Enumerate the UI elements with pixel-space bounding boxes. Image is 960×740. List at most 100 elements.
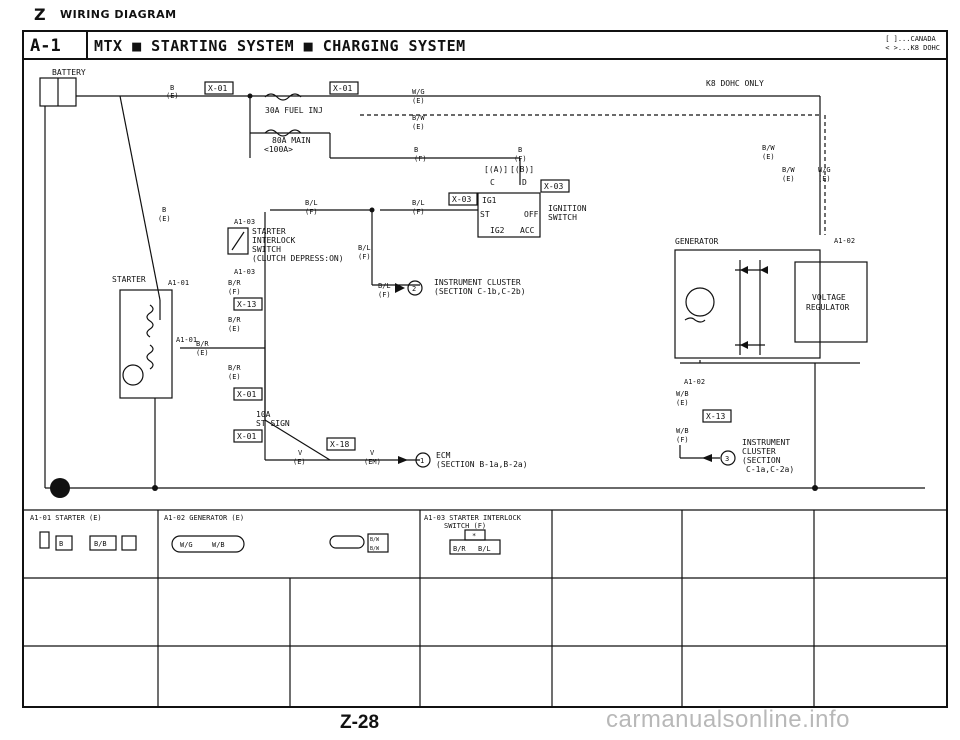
wire-br-e3: B/R bbox=[228, 364, 241, 372]
label-ig-off: OFF bbox=[524, 210, 539, 219]
wire-wg-e: W/G bbox=[412, 88, 425, 96]
wire-br-e3-s: (E) bbox=[228, 373, 241, 381]
wire-wb-e-s: (E) bbox=[676, 399, 689, 407]
interlock-switch-symbol bbox=[227, 227, 249, 255]
label-ig-d: D bbox=[522, 178, 527, 187]
wire-wg-e2-s: (E) bbox=[818, 175, 831, 183]
wire-br-f-s: (F) bbox=[228, 288, 241, 296]
label-ic2-3: (SECTION bbox=[742, 456, 781, 465]
conn-a102-round bbox=[329, 535, 365, 549]
wire-br-e2: B/R bbox=[196, 340, 209, 348]
wire-br-e2-s: (E) bbox=[196, 349, 209, 357]
conn-a103-top-pin: * bbox=[472, 532, 476, 540]
label-battery: BATTERY bbox=[52, 68, 86, 77]
wire-bl-f2-s: (F) bbox=[412, 208, 425, 216]
section-title: WIRING DIAGRAM bbox=[60, 8, 177, 21]
wire-b-f2-s: (F) bbox=[514, 155, 527, 163]
legend-canada: [ ]...CANADA bbox=[885, 35, 936, 43]
label-ig-st: ST bbox=[480, 210, 490, 219]
label-ic2: INSTRUMENT bbox=[742, 438, 790, 447]
label-interlock-2: INTERLOCK bbox=[252, 236, 296, 245]
diode-1 bbox=[740, 266, 748, 274]
wire-bl-f-s: (F) bbox=[305, 208, 318, 216]
connector-x01-d bbox=[233, 429, 263, 443]
page-number: Z-28 bbox=[340, 712, 380, 733]
watermark: carmanualsonline.info bbox=[606, 706, 850, 733]
callout-a102: A1-02 bbox=[834, 237, 855, 245]
conn-a103-pin-2: B/L bbox=[478, 545, 491, 553]
connector-x01-b bbox=[329, 81, 359, 95]
ground-dot-1 bbox=[152, 485, 158, 491]
label-ecm: ECM bbox=[436, 451, 451, 460]
conn-title-a102: A1-02 GENERATOR (E) bbox=[164, 514, 244, 522]
conn-a102-pinb-2: B/W bbox=[370, 546, 380, 552]
label-generator: GENERATOR bbox=[675, 237, 719, 246]
connector-x01-c bbox=[233, 387, 263, 401]
connector-x03-b bbox=[540, 179, 570, 193]
wire-b-e-s: (E) bbox=[166, 92, 179, 100]
ground-dot-2 bbox=[812, 485, 818, 491]
callout-circle-3 bbox=[720, 450, 736, 466]
legend: [ ]...CANADA < >...K8 DOHC bbox=[885, 35, 940, 53]
wire-bl-f3: B/L bbox=[358, 244, 371, 252]
title-divider bbox=[86, 32, 88, 58]
callout-a102b: A1-02 bbox=[684, 378, 705, 386]
wire-bw-e: B/W bbox=[412, 114, 425, 122]
wire-bl-f4-s: (F) bbox=[378, 291, 391, 299]
conn-a101-pin-1: B bbox=[59, 540, 63, 548]
arrow-ic2 bbox=[702, 454, 712, 462]
wire-wg-e-s: (E) bbox=[412, 97, 425, 105]
label-interlock-3: SWITCH bbox=[252, 245, 281, 254]
arrow-ic1 bbox=[395, 283, 405, 293]
conn-title-a103-2: SWITCH (F) bbox=[444, 522, 486, 530]
callout-circle-1 bbox=[415, 452, 431, 468]
ignition-switch-body bbox=[477, 192, 541, 238]
wire-wb-f-s: (F) bbox=[676, 436, 689, 444]
wire-v-em-s: (EM) bbox=[364, 458, 381, 466]
ground-marker bbox=[50, 478, 70, 498]
wire-wg-e2: W/G bbox=[818, 166, 831, 174]
label-main-fuse-k8: <100A> bbox=[264, 145, 293, 154]
voltage-regulator-box bbox=[794, 261, 868, 343]
generator-box bbox=[674, 249, 821, 359]
junction-dot-2 bbox=[369, 207, 375, 213]
connector-x03-a bbox=[448, 192, 478, 206]
main-fuse bbox=[264, 129, 302, 137]
diagram-frame bbox=[22, 60, 948, 708]
generator-stator bbox=[685, 287, 715, 317]
label-ignition-switch: SWITCH bbox=[548, 213, 577, 222]
conn-label-x01-d: X-01 bbox=[237, 432, 256, 441]
arrow-ecm bbox=[398, 456, 408, 464]
callout-a101: A1-01 bbox=[168, 279, 189, 287]
wire-bl-f4: B/L bbox=[378, 282, 391, 290]
legend-k8: < >...K8 DOHC bbox=[885, 44, 940, 52]
connector-x13 bbox=[233, 297, 263, 311]
label-ic1-section: (SECTION C-1b,C-2b) bbox=[434, 287, 526, 296]
callout-num-1: 1 bbox=[420, 457, 424, 465]
conn-label-x03-a: X-03 bbox=[452, 195, 471, 204]
conn-a101-key bbox=[39, 531, 50, 549]
conn-a103-pin-1: B/R bbox=[453, 545, 466, 553]
wire-b-f2: B bbox=[518, 146, 522, 154]
label-bracket-b: [(B)] bbox=[510, 165, 534, 174]
connector-x18 bbox=[326, 437, 356, 451]
callout-a103: A1-03 bbox=[234, 218, 255, 226]
conn-a102-pin-2: W/B bbox=[212, 541, 225, 549]
conn-label-x01-c: X-01 bbox=[237, 390, 256, 399]
starter-motor-box bbox=[119, 289, 173, 399]
junction-dot-1 bbox=[247, 93, 253, 99]
wire-v-e-s: (E) bbox=[293, 458, 306, 466]
conn-label-x01-b: X-01 bbox=[333, 84, 352, 93]
label-interlock-4: (CLUTCH DEPRESS:ON) bbox=[252, 254, 344, 263]
label-ig-c: C bbox=[490, 178, 495, 187]
wire-b-f-s: (F) bbox=[414, 155, 427, 163]
label-ig2: IG2 bbox=[490, 226, 505, 235]
label-interlock-1: STARTER bbox=[252, 227, 286, 236]
label-ic1: INSTRUMENT CLUSTER bbox=[434, 278, 521, 287]
label-st-sign: ST SIGN bbox=[256, 419, 290, 428]
conn-a102-b bbox=[367, 533, 389, 553]
callout-a103b: A1-03 bbox=[234, 268, 255, 276]
label-ig1: IG1 bbox=[482, 196, 497, 205]
wire-b-e2-s: (E) bbox=[158, 215, 171, 223]
